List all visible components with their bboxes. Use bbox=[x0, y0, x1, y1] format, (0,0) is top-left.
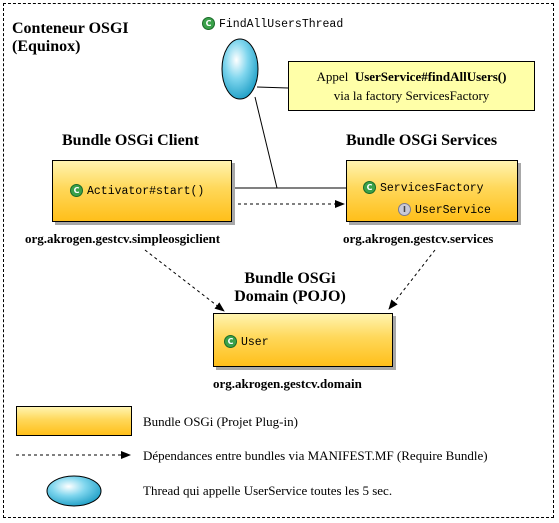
legend-thread-text: Thread qui appelle UserService toutes le… bbox=[143, 483, 393, 498]
services-bundle-title: Bundle OSGi Services bbox=[346, 132, 498, 149]
services-bundle: C ServicesFactory I UserService bbox=[346, 160, 518, 222]
domain-title-line1: Bundle OSGi bbox=[244, 270, 336, 287]
container-title-line2: (Equinox) bbox=[12, 38, 81, 55]
thread-call-line bbox=[254, 96, 278, 189]
note-line2: via la factory ServicesFactory bbox=[333, 88, 490, 103]
osgi-container-frame bbox=[3, 3, 554, 518]
interface-icon: I bbox=[398, 202, 411, 216]
client-bundle: C Activator#start() bbox=[52, 160, 232, 222]
class-icon: C bbox=[70, 183, 83, 197]
class-icon: C bbox=[224, 334, 237, 348]
client-package: org.akrogen.gestcv.simpleosgiclient bbox=[25, 231, 221, 246]
legend-dependency-text: Dépendances entre bundles via MANIFEST.M… bbox=[143, 448, 488, 463]
class-icon: C bbox=[202, 16, 215, 30]
domain-class: C User bbox=[224, 332, 269, 350]
class-icon: C bbox=[363, 180, 376, 194]
thread-label: C FindAllUsersThread bbox=[202, 14, 343, 32]
legend-thread-ellipse bbox=[46, 475, 102, 507]
domain-title-line2: Domain (POJO) bbox=[234, 288, 346, 305]
note-method: UserService#findAllUsers() bbox=[354, 69, 507, 84]
container-title: Conteneur OSGI (Equinox) bbox=[12, 20, 129, 56]
domain-bundle-title: Bundle OSGi Domain (POJO) bbox=[210, 270, 370, 306]
services-interface: I UserService bbox=[398, 200, 491, 218]
legend-bundle-text: Bundle OSGi (Projet Plug-in) bbox=[143, 414, 298, 429]
services-package: org.akrogen.gestcv.services bbox=[343, 231, 494, 246]
services-interface-name: UserService bbox=[415, 204, 491, 217]
thread-ellipse bbox=[221, 38, 259, 100]
note-prefix: Appel bbox=[316, 69, 349, 84]
thread-note-line bbox=[256, 86, 289, 89]
domain-bundle: C User bbox=[213, 313, 393, 367]
call-note: Appel UserService#findAllUsers() via la … bbox=[288, 61, 535, 111]
domain-class-name: User bbox=[241, 336, 269, 349]
legend-bundle-swatch bbox=[16, 406, 132, 436]
container-title-line1: Conteneur OSGI bbox=[12, 20, 129, 37]
services-class: C ServicesFactory bbox=[363, 178, 484, 196]
thread-class-name: FindAllUsersThread bbox=[219, 18, 344, 31]
client-class: C Activator#start() bbox=[70, 181, 204, 199]
client-class-name: Activator#start() bbox=[87, 185, 205, 198]
services-class-name: ServicesFactory bbox=[380, 182, 484, 195]
domain-package: org.akrogen.gestcv.domain bbox=[213, 376, 362, 391]
dependency-client-domain bbox=[144, 249, 225, 312]
client-bundle-title: Bundle OSGi Client bbox=[62, 132, 199, 149]
dependency-services-domain bbox=[388, 249, 436, 310]
